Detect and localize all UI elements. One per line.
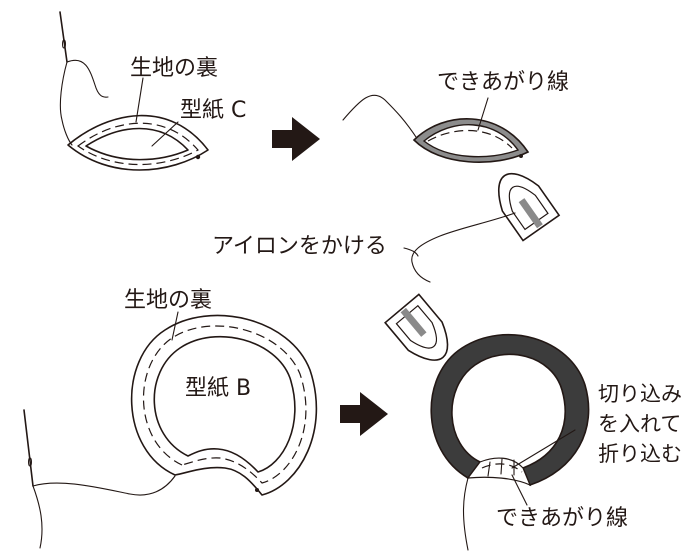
iron-icon-top	[497, 173, 561, 242]
thread-bottom-right	[463, 477, 469, 551]
label-fabric-back-top: 生地の裏	[130, 56, 219, 81]
label-notch-note-2: を入れて	[598, 412, 682, 436]
label-pattern-b: 型紙 B	[185, 376, 252, 401]
folded-ring	[430, 333, 590, 487]
right-arrow-icon-bottom	[340, 392, 388, 436]
iron-icon-bottom	[384, 293, 449, 361]
label-finish-line-top: できあがり線	[437, 70, 570, 95]
label-finish-line-bottom: できあがり線	[496, 506, 629, 531]
leader-fabric-top	[135, 77, 144, 123]
needle-icon-bottom	[23, 409, 34, 487]
right-arrow-icon-top	[272, 117, 320, 161]
leader-fabric-bottom	[171, 311, 179, 341]
label-fabric-back-bottom: 生地の裏	[124, 288, 213, 313]
thread-bottom-tail	[32, 485, 43, 549]
iron-bracket-tick	[403, 247, 419, 257]
label-iron: アイロンをかける	[212, 234, 387, 259]
leader-notch-note	[511, 429, 576, 469]
thread-top-right	[342, 94, 419, 141]
leaf-fabric-c	[67, 114, 209, 171]
thread-top-loop	[66, 59, 109, 98]
label-notch-note-1: 切り込み	[598, 382, 682, 406]
needle-icon-top	[59, 11, 68, 63]
ring-fabric-b	[130, 314, 318, 496]
label-pattern-c: 型紙 C	[180, 98, 247, 123]
folded-leaf	[412, 118, 530, 163]
thread-bottom	[32, 475, 176, 496]
leader-finish-top	[477, 97, 489, 131]
iron-bracket	[411, 212, 516, 283]
leader-finish-bottom	[511, 474, 528, 506]
thread-top	[59, 61, 73, 146]
leader-pattern-c	[151, 121, 179, 147]
label-notch-note-3: 折り込む	[598, 442, 682, 466]
